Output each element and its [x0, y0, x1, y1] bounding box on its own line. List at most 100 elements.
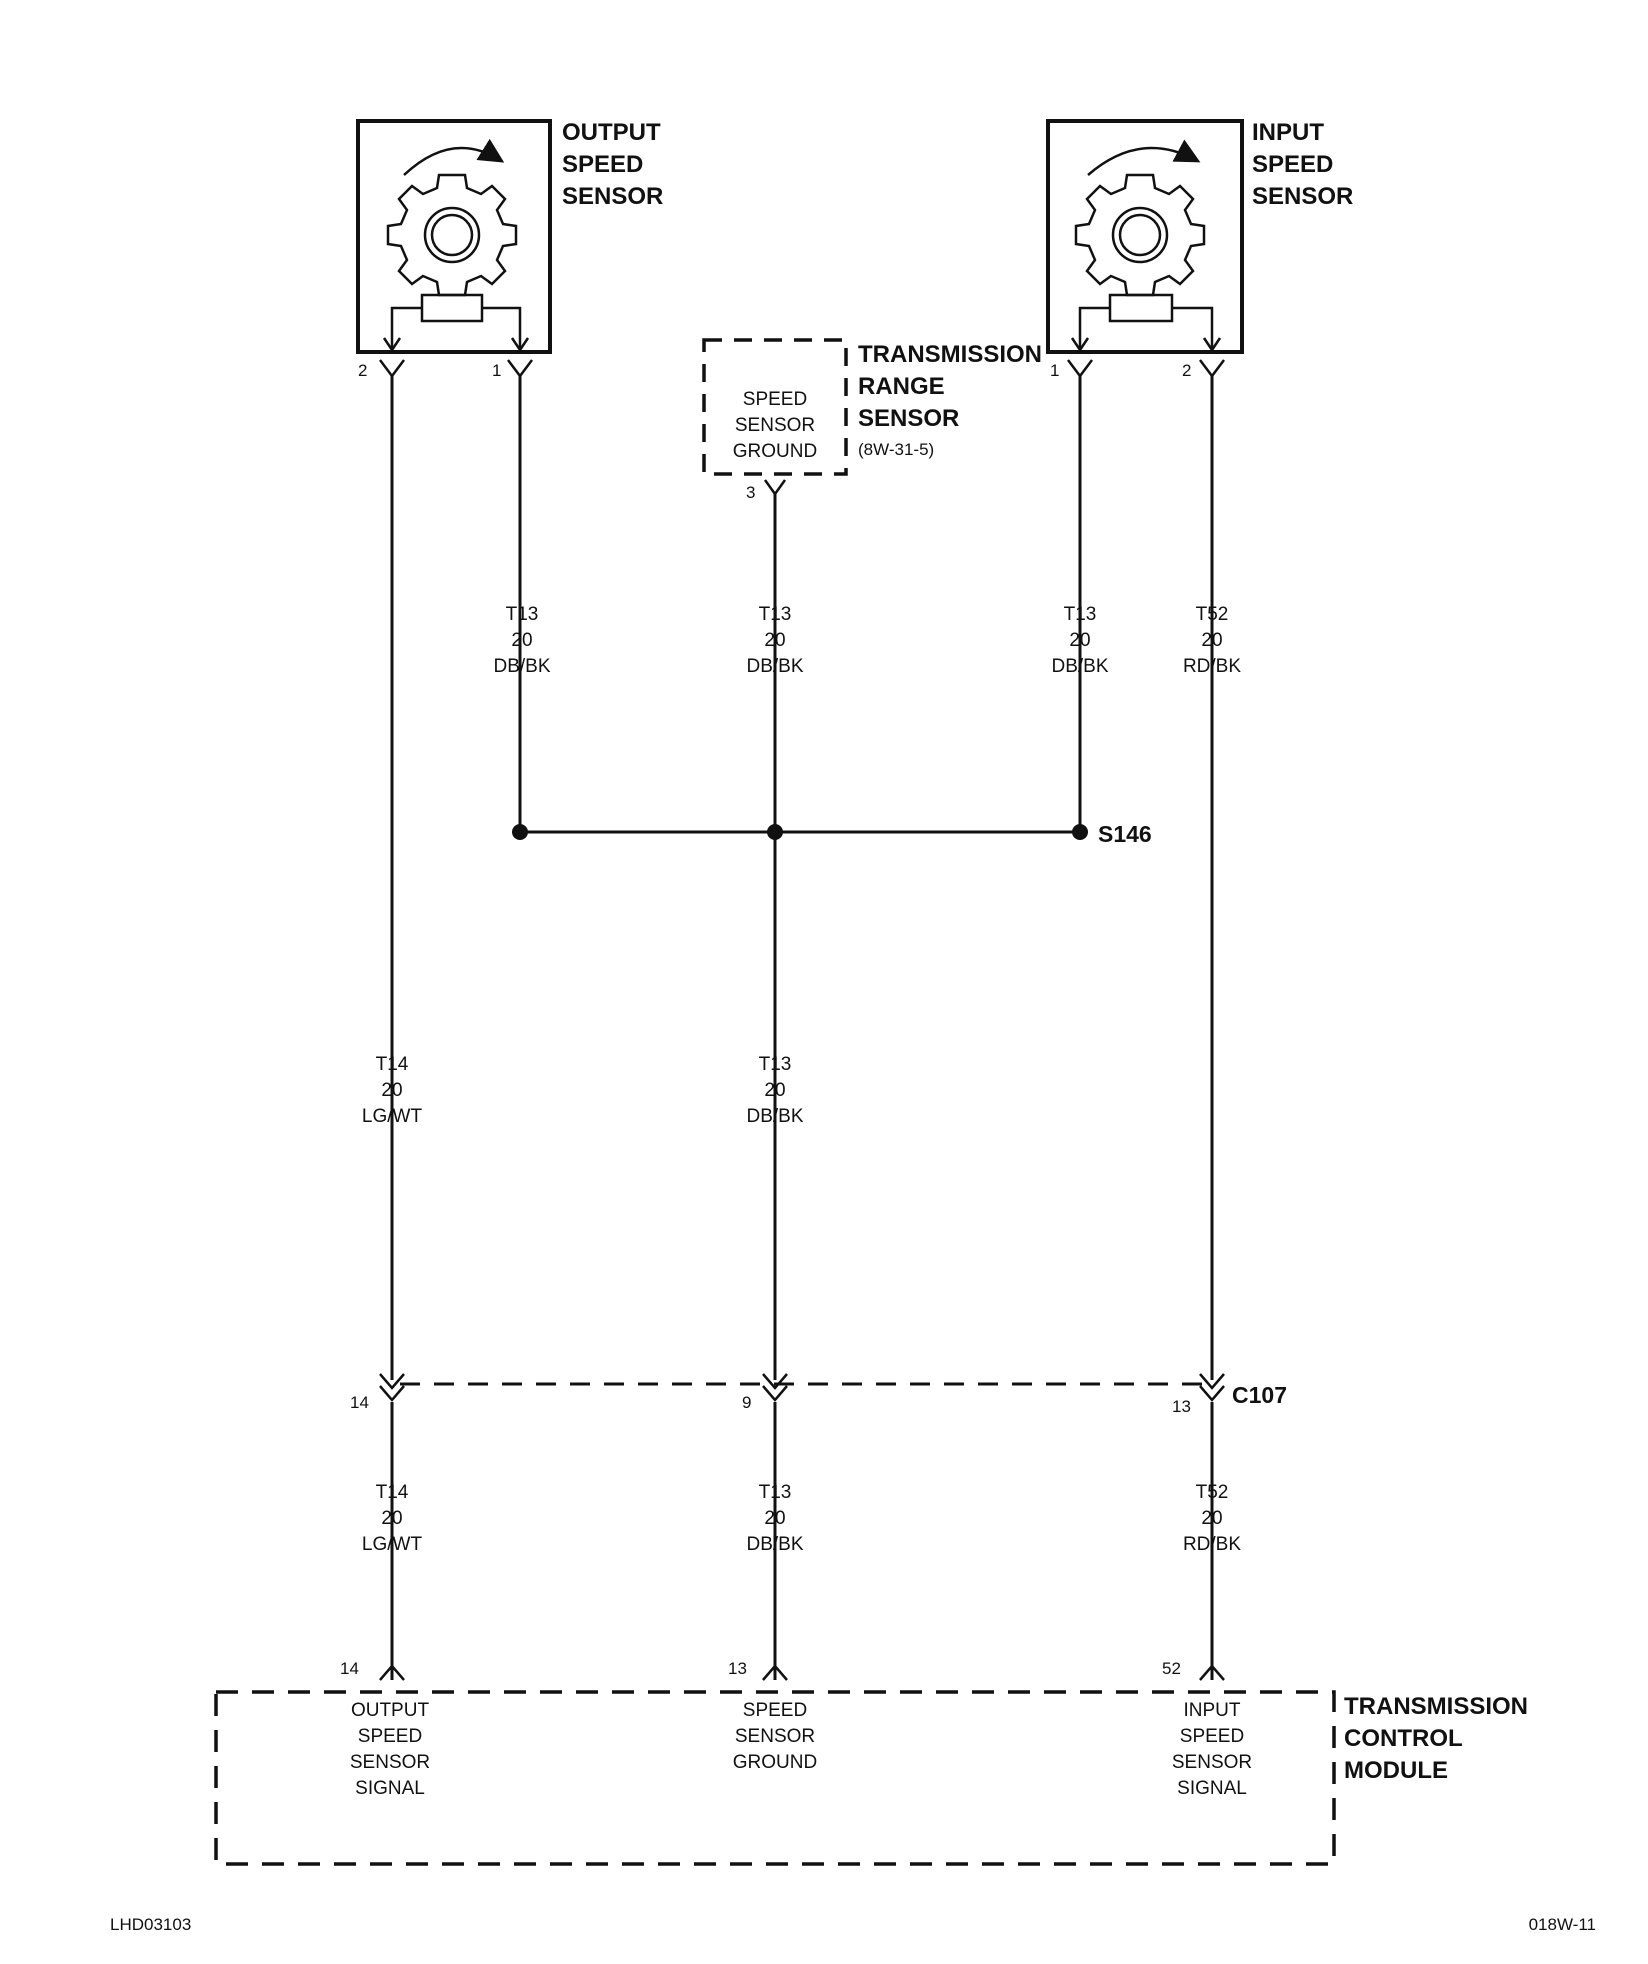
lw1-circuit: T14: [376, 1482, 409, 1503]
tcm-func-2-line-1: SPEED: [743, 1700, 807, 1721]
splice-dot: [1072, 824, 1088, 840]
splice-label: S146: [1098, 821, 1152, 847]
input-speed-sensor-title-3: SENSOR: [1252, 183, 1353, 210]
c107-pin-9: 9: [742, 1393, 751, 1412]
mw1-gauge: 20: [381, 1080, 402, 1101]
input-speed-sensor-pin-1: 1: [1050, 361, 1059, 380]
tcm-func-1-line-1: OUTPUT: [351, 1700, 430, 1721]
w3-color: DB/BK: [1051, 656, 1108, 677]
tcm-pin-mark: [379, 1664, 405, 1681]
lw3-color: RD/BK: [1183, 1534, 1241, 1555]
w4-color: RD/BK: [1183, 656, 1241, 677]
lw2-color: DB/BK: [746, 1534, 803, 1555]
tcm-pin-mark: [1199, 1664, 1225, 1681]
trs-title-3: SENSOR: [858, 405, 959, 432]
w4-circuit: T52: [1196, 604, 1229, 625]
splice-s146: S146: [512, 821, 1152, 847]
rotation-arrow-icon: [403, 138, 505, 176]
tcm-func-1-line-2: SPEED: [358, 1726, 422, 1747]
trs-function-1: SPEED: [743, 389, 807, 410]
mw1-circuit: T14: [376, 1054, 409, 1075]
input-speed-sensor: INPUT SPEED SENSOR 1 2: [1046, 119, 1353, 380]
lw2-gauge: 20: [764, 1508, 785, 1529]
w1-circuit: T13: [506, 604, 539, 625]
tcm-pin-14: 14: [340, 1659, 359, 1678]
output-speed-sensor: OUTPUT SPEED SENSOR 2 1: [356, 119, 663, 380]
w1-color: DB/BK: [493, 656, 550, 677]
mw2-gauge: 20: [764, 1080, 785, 1101]
connector-pin-mark: [762, 1373, 788, 1402]
lw3-circuit: T52: [1196, 1482, 1229, 1503]
tcm-func-2-line-3: GROUND: [733, 1752, 817, 1773]
lower-wire-labels: T14 20 LG/WT T13 20 DB/BK T52 20 RD/BK: [362, 1482, 1241, 1555]
connector-pin-mark: [1199, 1373, 1225, 1402]
tcm-func-3-line-2: SPEED: [1180, 1726, 1244, 1747]
gear-icon: [1074, 139, 1206, 297]
tcm-func-2-line-2: SENSOR: [735, 1726, 815, 1747]
tcm-func-1-line-3: SENSOR: [350, 1752, 430, 1773]
transmission-range-sensor-box: [702, 338, 848, 476]
c107-pin-14: 14: [350, 1393, 369, 1412]
trs-function-3: GROUND: [733, 441, 817, 462]
w2-gauge: 20: [764, 630, 785, 651]
w3-gauge: 20: [1069, 630, 1090, 651]
trs-reference: (8W-31-5): [858, 440, 934, 459]
lw3-gauge: 20: [1201, 1508, 1222, 1529]
trs-title-1: TRANSMISSION: [858, 341, 1042, 368]
w1-gauge: 20: [511, 630, 532, 651]
output-speed-sensor-title-1: OUTPUT: [562, 119, 661, 146]
output-speed-sensor-box: [356, 119, 552, 354]
input-speed-sensor-box: [1046, 119, 1244, 354]
wires: [390, 376, 1214, 1680]
tcm-func-3-line-1: INPUT: [1184, 1700, 1241, 1721]
resistor-icon: [1070, 293, 1222, 353]
lw1-gauge: 20: [381, 1508, 402, 1529]
output-speed-sensor-pin-2: 2: [358, 361, 367, 380]
output-speed-sensor-title-2: SPEED: [562, 151, 643, 178]
upper-wire-labels: T13 20 DB/BK T13 20 DB/BK T13 20 DB/BK T…: [493, 604, 1241, 677]
tcm-pin-mark: [762, 1664, 788, 1681]
trs-pin-3: 3: [746, 483, 755, 502]
mw2-circuit: T13: [759, 1054, 792, 1075]
c107-pin-13: 13: [1172, 1397, 1191, 1416]
footer-left-code: LHD03103: [110, 1915, 191, 1934]
w2-color: DB/BK: [746, 656, 803, 677]
splice-dot: [767, 824, 783, 840]
gear-icon: [386, 138, 518, 297]
sensor-pin-marks: [379, 359, 1225, 379]
lw2-circuit: T13: [759, 1482, 792, 1503]
connector-c107: 14 9 13 C107: [350, 1373, 1287, 1416]
transmission-control-module: 14 13 52 OUTPUT SPEED SENSOR SIGNAL SPEE…: [214, 1659, 1528, 1866]
splice-dot: [512, 824, 528, 840]
resistor-icon: [382, 293, 530, 353]
output-speed-sensor-pin-1: 1: [492, 361, 501, 380]
middle-wire-labels: T14 20 LG/WT T13 20 DB/BK: [362, 1054, 804, 1127]
c107-label: C107: [1232, 1382, 1287, 1408]
transmission-range-sensor: SPEED SENSOR GROUND TRANSMISSION RANGE S…: [702, 338, 1042, 502]
tcm-pin-52: 52: [1162, 1659, 1181, 1678]
w3-circuit: T13: [1064, 604, 1097, 625]
tcm-box: [214, 1690, 1336, 1866]
w4-gauge: 20: [1201, 630, 1222, 651]
trs-function-2: SENSOR: [735, 415, 815, 436]
trs-title-2: RANGE: [858, 373, 945, 400]
mw1-color: LG/WT: [362, 1106, 423, 1127]
tcm-title-2: CONTROL: [1344, 1725, 1463, 1752]
lw1-color: LG/WT: [362, 1534, 423, 1555]
output-speed-sensor-title-3: SENSOR: [562, 183, 663, 210]
input-speed-sensor-pin-2: 2: [1182, 361, 1191, 380]
tcm-title-3: MODULE: [1344, 1757, 1448, 1784]
tcm-title-1: TRANSMISSION: [1344, 1693, 1528, 1720]
tcm-func-3-line-4: SIGNAL: [1177, 1778, 1247, 1799]
tcm-func-3-line-3: SENSOR: [1172, 1752, 1252, 1773]
tcm-pin-13: 13: [728, 1659, 747, 1678]
mw2-color: DB/BK: [746, 1106, 803, 1127]
rotation-arrow-icon: [1087, 139, 1201, 176]
connector-pin-mark: [379, 1373, 405, 1402]
w2-circuit: T13: [759, 604, 792, 625]
footer-right-code: 018W-11: [1529, 1915, 1596, 1934]
input-speed-sensor-title-2: SPEED: [1252, 151, 1333, 178]
tcm-func-1-line-4: SIGNAL: [355, 1778, 425, 1799]
input-speed-sensor-title-1: INPUT: [1252, 119, 1324, 146]
